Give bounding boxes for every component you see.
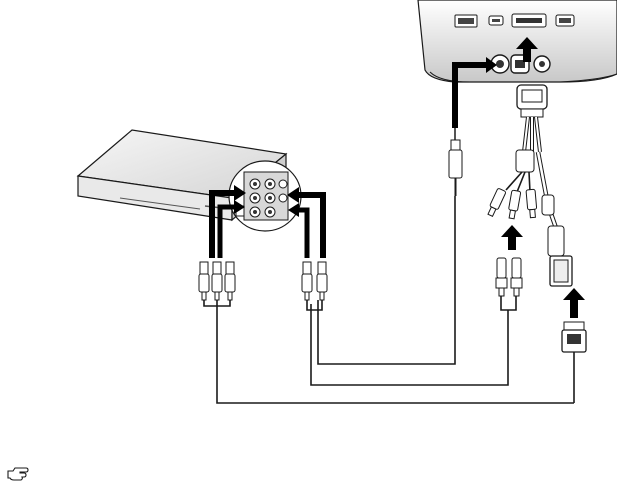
audio-mini-jack-plug [449,140,462,196]
arrow-vga [563,288,585,318]
audio-rca-plugs [302,262,327,310]
arrow-adapter-rca [501,225,523,250]
rca-audio-cable-return [311,304,508,385]
audio-cable-return [318,196,455,364]
adapter-rca-plugs [496,258,522,318]
vga-socket-end [562,322,586,403]
hand-pointing-icon [6,465,30,483]
vga-d-sub-plug [517,85,547,117]
component-cable-return [217,306,574,403]
arrow-source-right [287,187,323,258]
projector-rear-panel [418,0,617,82]
component-rca-plugs [199,262,235,306]
